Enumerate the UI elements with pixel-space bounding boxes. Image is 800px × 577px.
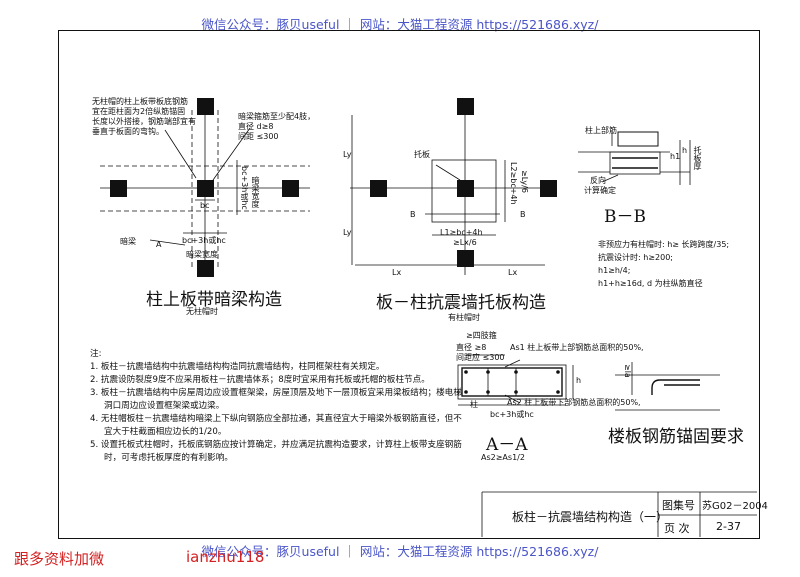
fig4-as1: As1 柱上板带上部钢筋总面积的50%, bbox=[510, 343, 644, 352]
fig4-jianju: 间距应 ≤300 bbox=[456, 353, 505, 362]
promo-text-left: 跟多资料加微 bbox=[14, 550, 105, 568]
promo-text-right: ianzhu118 bbox=[186, 548, 265, 566]
fig2-lx6: ≥Lx/6 bbox=[453, 238, 477, 247]
fig2-title: 板－柱抗震墙托板构造 bbox=[376, 293, 546, 313]
fig4-sizhi: ≥四肢箍 bbox=[466, 331, 497, 340]
drawing-sheet bbox=[58, 30, 760, 539]
fig4-as2: As2 柱上板带下部钢筋总面积的50%, bbox=[507, 398, 641, 407]
fig5-la: ≥la bbox=[623, 364, 632, 378]
notes-block: 注: 1. 板柱－抗震墙结构中抗震墙结构构造同抗震墙结构，柱同框架柱有关规定。 … bbox=[90, 348, 470, 465]
fig2-b-right: B bbox=[520, 210, 526, 219]
watermark-top: 微信公众号：豚贝useful ｜ 网站：大猫工程资源 https://52168… bbox=[201, 17, 599, 32]
fig1-dim-side2: 暗梁宽度 bbox=[251, 176, 260, 208]
fig1-anliang: 暗梁 bbox=[120, 237, 136, 246]
fig3-zhushang: 柱上部筋 bbox=[585, 126, 617, 135]
fig2-b-left: B bbox=[410, 210, 416, 219]
titleblock-page-label: 页 次 bbox=[664, 522, 690, 535]
fig1-dim-bc3h: bc+3h或hc bbox=[182, 236, 226, 245]
fig1-note-left: 无柱帽的柱上板带板底钢筋宜在距柱面为2倍纵筋锚固长度以外搭接，钢筋端部宜有垂直于… bbox=[92, 97, 196, 136]
fig2-tuoban: 托板 bbox=[414, 150, 430, 159]
fig2-ly6: ≥Ly/6 bbox=[520, 170, 529, 193]
fig4-zhu: 柱 bbox=[470, 400, 478, 409]
fig2-lx-left: Lx bbox=[392, 268, 402, 277]
fig4-formula: As2≥As1/2 bbox=[481, 453, 525, 462]
titleblock-name: 板柱－抗震墙结构构造（一） bbox=[512, 510, 669, 524]
fig4-title: A－A bbox=[486, 435, 528, 455]
note-item: 3. 板柱－抗震墙结构中房屋周边应设置框架梁，房屋顶层及地下一层顶板宜采用梁板结… bbox=[90, 388, 462, 411]
fig2-lx-right: Lx bbox=[508, 268, 518, 277]
fig3-tuohou: 托板厚 bbox=[693, 146, 702, 170]
fig1-subtitle: 无柱帽时 bbox=[186, 307, 218, 316]
note-item: 1. 板柱－抗震墙结构中抗震墙结构构造同抗震墙结构，柱同框架柱有关规定。 bbox=[90, 362, 385, 372]
fig2-ly-bottom: Ly bbox=[343, 228, 352, 237]
fig3-jisuan: 计算确定 bbox=[584, 186, 616, 195]
fig3-requirements: 非预应力有柱帽时: h≥ 长跨跨度/35;抗震设计时: h≥200;h1≥h/4… bbox=[598, 240, 730, 288]
fig1-dim-bc: bc bbox=[200, 201, 210, 210]
titleblock-page: 2-37 bbox=[716, 520, 741, 533]
note-item: 4. 无柱帽板柱－抗震墙结构暗梁上下纵向钢筋应全部拉通，其直径宜大于暗梁外板钢筋… bbox=[90, 414, 462, 437]
note-item: 5. 设置托板式柱帽时，托板底钢筋应按计算确定，并应满足抗震构造要求，计算柱上板… bbox=[90, 440, 462, 463]
fig2-l2: L2≥bc+4h bbox=[509, 162, 518, 205]
fig2-subtitle: 有柱帽时 bbox=[448, 313, 480, 322]
fig5-title: 楼板钢筋锚固要求 bbox=[608, 427, 744, 447]
fig2-ly-top: Ly bbox=[343, 150, 352, 159]
watermark-bottom: 微信公众号：豚贝useful ｜ 网站：大猫工程资源 https://52168… bbox=[201, 544, 599, 559]
fig1-dim-side: bc+3h或hc bbox=[240, 166, 249, 210]
fig2-l1: L1≥bc+4h bbox=[440, 228, 483, 237]
fig1-title: 柱上板带暗梁构造 bbox=[146, 290, 282, 310]
titleblock-atlas: 苏G02－2004 bbox=[702, 501, 768, 512]
fig1-section-a: A bbox=[156, 240, 162, 249]
fig4-bc3h: bc+3h或hc bbox=[490, 410, 534, 419]
fig3-title: B－B bbox=[604, 207, 646, 227]
fig3-h: h bbox=[682, 146, 688, 155]
fig1-dim-width: 暗梁宽度 bbox=[186, 250, 218, 259]
fig3-h1: h1 bbox=[670, 152, 681, 161]
fig3-fanbai: 反向 bbox=[590, 176, 606, 185]
fig4-h: h bbox=[576, 376, 582, 385]
notes-heading: 注: bbox=[90, 349, 102, 359]
fig4-zhijing: 直径 ≥8 bbox=[456, 343, 487, 352]
titleblock-atlas-label: 图集号 bbox=[662, 499, 695, 512]
note-item: 2. 抗震设防裂度9度不应采用板柱－抗震墙体系；8度时宜采用有托板或托帽的板柱节… bbox=[90, 375, 430, 385]
